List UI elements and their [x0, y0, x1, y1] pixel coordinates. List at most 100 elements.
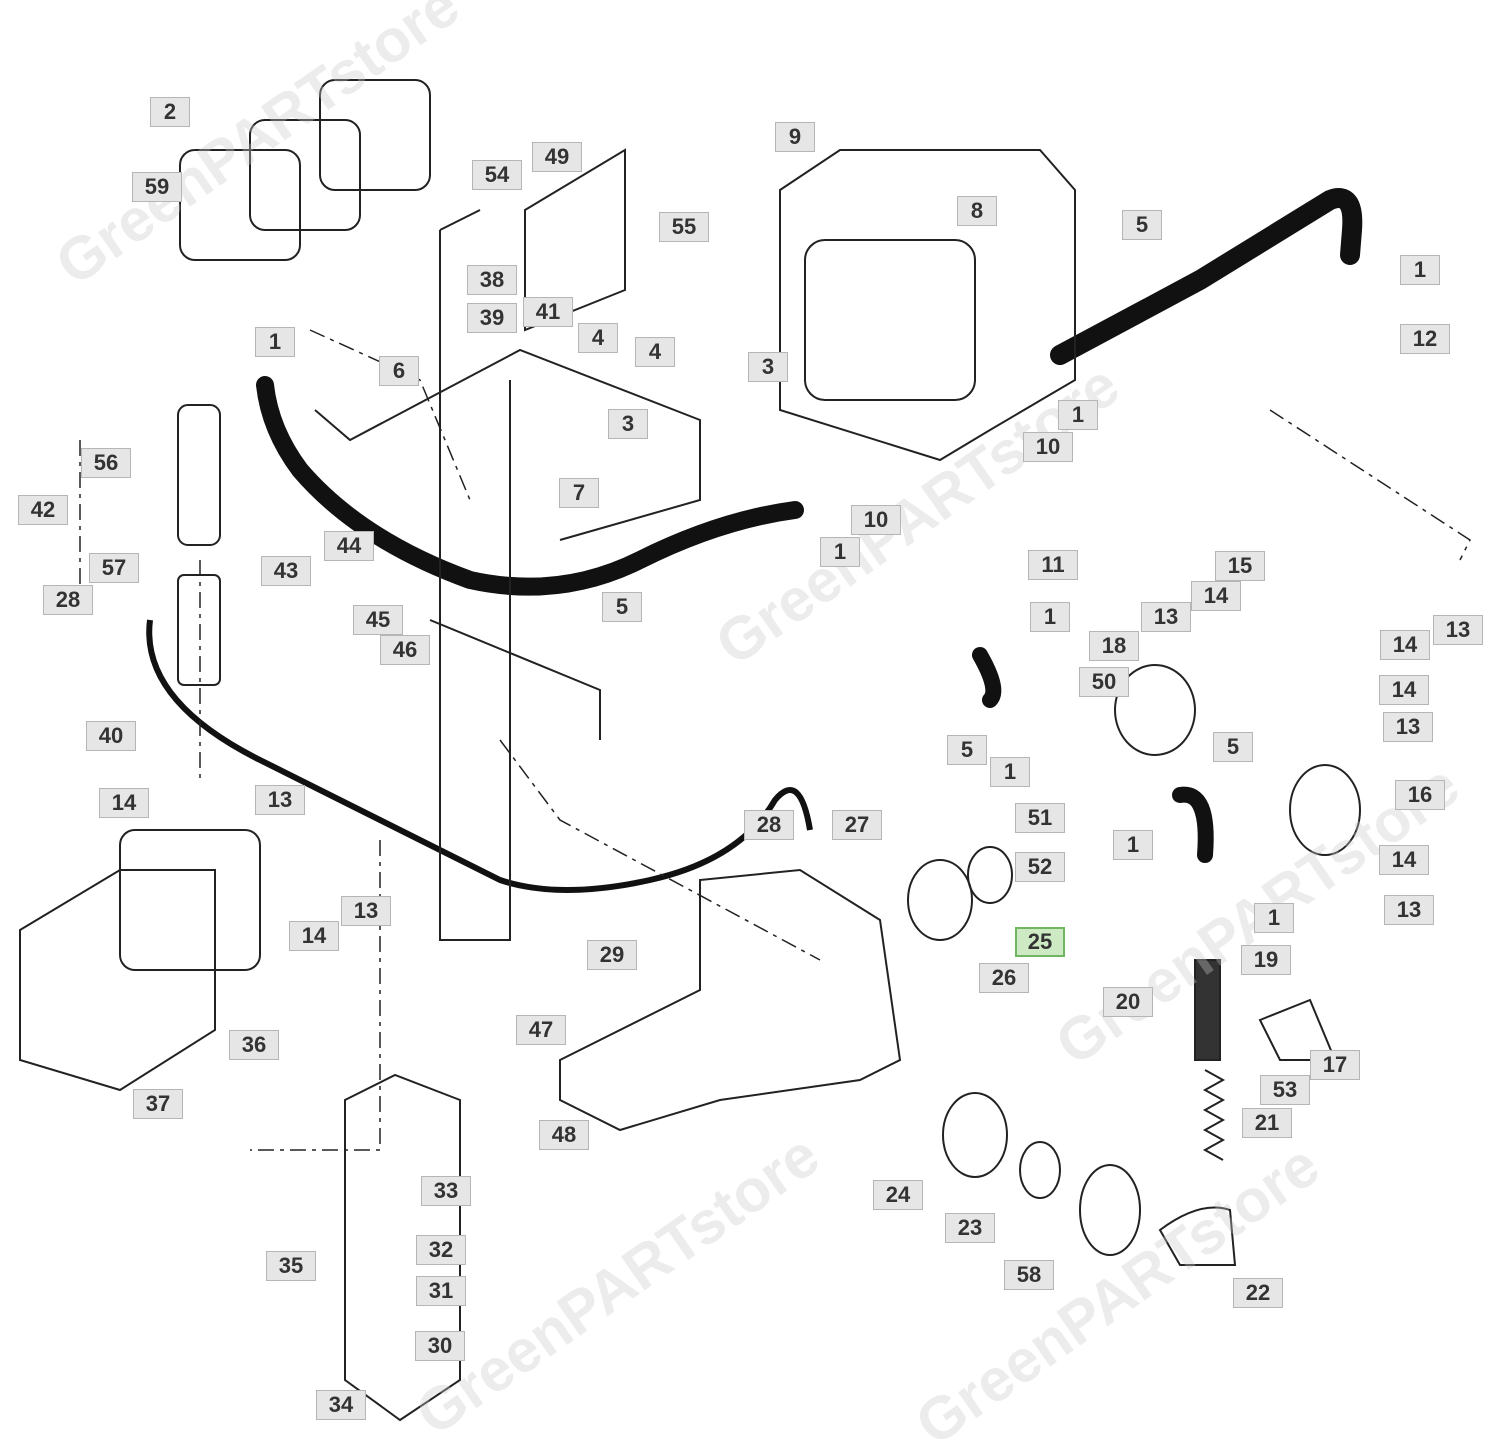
callout-part-41[interactable]: 41: [523, 297, 573, 327]
callout-part-58[interactable]: 58: [1004, 1260, 1054, 1290]
tank-37: [19, 869, 216, 1092]
callout-part-9[interactable]: 9: [775, 122, 815, 152]
callout-part-38[interactable]: 38: [467, 265, 517, 295]
callout-part-13[interactable]: 13: [255, 785, 305, 815]
callout-part-14[interactable]: 14: [1379, 845, 1429, 875]
callout-part-13[interactable]: 13: [1141, 602, 1191, 632]
callout-part-56[interactable]: 56: [81, 448, 131, 478]
spring-21: [1202, 1069, 1226, 1161]
callout-part-24[interactable]: 24: [873, 1180, 923, 1210]
callout-part-29[interactable]: 29: [587, 940, 637, 970]
callout-part-1[interactable]: 1: [255, 327, 295, 357]
callout-part-1[interactable]: 1: [990, 757, 1030, 787]
callout-part-46[interactable]: 46: [380, 635, 430, 665]
callout-part-1[interactable]: 1: [1113, 830, 1153, 860]
valve-block-2: [179, 149, 301, 261]
callout-part-1[interactable]: 1: [1030, 602, 1070, 632]
callout-part-18[interactable]: 18: [1089, 631, 1139, 661]
callout-part-5[interactable]: 5: [1122, 210, 1162, 240]
callout-part-8[interactable]: 8: [957, 196, 997, 226]
callout-part-51[interactable]: 51: [1015, 803, 1065, 833]
callout-part-13[interactable]: 13: [1433, 615, 1483, 645]
valve-block-2-rear: [319, 79, 431, 191]
callout-part-13[interactable]: 13: [1384, 895, 1434, 925]
callout-part-1[interactable]: 1: [1400, 255, 1440, 285]
callout-part-32[interactable]: 32: [416, 1235, 466, 1265]
callout-part-22[interactable]: 22: [1233, 1278, 1283, 1308]
callout-part-36[interactable]: 36: [229, 1030, 279, 1060]
callout-part-3[interactable]: 3: [748, 352, 788, 382]
callout-part-49[interactable]: 49: [532, 142, 582, 172]
ring-24: [942, 1092, 1008, 1178]
callout-part-57[interactable]: 57: [89, 553, 139, 583]
callout-part-26[interactable]: 26: [979, 963, 1029, 993]
callout-part-31[interactable]: 31: [416, 1276, 466, 1306]
callout-part-37[interactable]: 37: [133, 1089, 183, 1119]
callout-part-25[interactable]: 25: [1015, 927, 1065, 957]
callout-part-52[interactable]: 52: [1015, 852, 1065, 882]
hose-right-1: [972, 647, 1002, 708]
callout-part-14[interactable]: 14: [1380, 630, 1430, 660]
callout-part-17[interactable]: 17: [1310, 1050, 1360, 1080]
callout-part-54[interactable]: 54: [472, 160, 522, 190]
callout-part-5[interactable]: 5: [602, 592, 642, 622]
callout-part-14[interactable]: 14: [1379, 675, 1429, 705]
callout-part-45[interactable]: 45: [353, 605, 403, 635]
callout-part-50[interactable]: 50: [1079, 667, 1129, 697]
frame-post: [439, 209, 511, 941]
callout-part-1[interactable]: 1: [1058, 400, 1098, 430]
filter-56: [177, 404, 221, 546]
callout-part-23[interactable]: 23: [945, 1213, 995, 1243]
valve-block-2-middle: [249, 119, 361, 231]
callout-part-33[interactable]: 33: [421, 1176, 471, 1206]
controller-8: [804, 239, 976, 401]
callout-part-6[interactable]: 6: [379, 356, 419, 386]
pump-head: [119, 829, 261, 971]
callout-part-28[interactable]: 28: [43, 585, 93, 615]
callout-part-28[interactable]: 28: [744, 810, 794, 840]
callout-part-1[interactable]: 1: [1254, 903, 1294, 933]
callout-part-19[interactable]: 19: [1241, 945, 1291, 975]
callout-part-35[interactable]: 35: [266, 1251, 316, 1281]
callout-part-44[interactable]: 44: [324, 531, 374, 561]
callout-part-1[interactable]: 1: [820, 537, 860, 567]
box-9-outline: [779, 149, 1076, 462]
callout-part-5[interactable]: 5: [947, 735, 987, 765]
callout-part-2[interactable]: 2: [150, 97, 190, 127]
callout-part-3[interactable]: 3: [608, 409, 648, 439]
callout-part-14[interactable]: 14: [99, 788, 149, 818]
callout-part-4[interactable]: 4: [635, 337, 675, 367]
callout-part-48[interactable]: 48: [539, 1120, 589, 1150]
callout-part-4[interactable]: 4: [578, 323, 618, 353]
callout-part-21[interactable]: 21: [1242, 1108, 1292, 1138]
callout-part-10[interactable]: 10: [851, 505, 901, 535]
callout-part-15[interactable]: 15: [1215, 551, 1265, 581]
callout-part-27[interactable]: 27: [832, 810, 882, 840]
flange-58: [1079, 1164, 1141, 1256]
callout-part-53[interactable]: 53: [1260, 1075, 1310, 1105]
callout-part-39[interactable]: 39: [467, 303, 517, 333]
frame-bracket: [314, 348, 701, 740]
callout-part-14[interactable]: 14: [1191, 581, 1241, 611]
callout-part-20[interactable]: 20: [1103, 987, 1153, 1017]
callout-part-42[interactable]: 42: [18, 495, 68, 525]
callout-part-13[interactable]: 13: [1383, 712, 1433, 742]
callout-part-5[interactable]: 5: [1213, 732, 1253, 762]
fitting-16: [1289, 764, 1361, 856]
callout-part-40[interactable]: 40: [86, 721, 136, 751]
callout-part-55[interactable]: 55: [659, 212, 709, 242]
callout-part-47[interactable]: 47: [516, 1015, 566, 1045]
callout-part-12[interactable]: 12: [1400, 324, 1450, 354]
callout-part-16[interactable]: 16: [1395, 780, 1445, 810]
callout-part-10[interactable]: 10: [1023, 432, 1073, 462]
callout-part-34[interactable]: 34: [316, 1390, 366, 1420]
callout-part-7[interactable]: 7: [559, 478, 599, 508]
callout-part-43[interactable]: 43: [261, 556, 311, 586]
callout-part-30[interactable]: 30: [415, 1331, 465, 1361]
callout-part-59[interactable]: 59: [132, 172, 182, 202]
hose-upper-right: [1050, 188, 1363, 365]
callout-part-14[interactable]: 14: [289, 921, 339, 951]
callout-part-13[interactable]: 13: [341, 896, 391, 926]
callout-part-11[interactable]: 11: [1028, 550, 1078, 580]
